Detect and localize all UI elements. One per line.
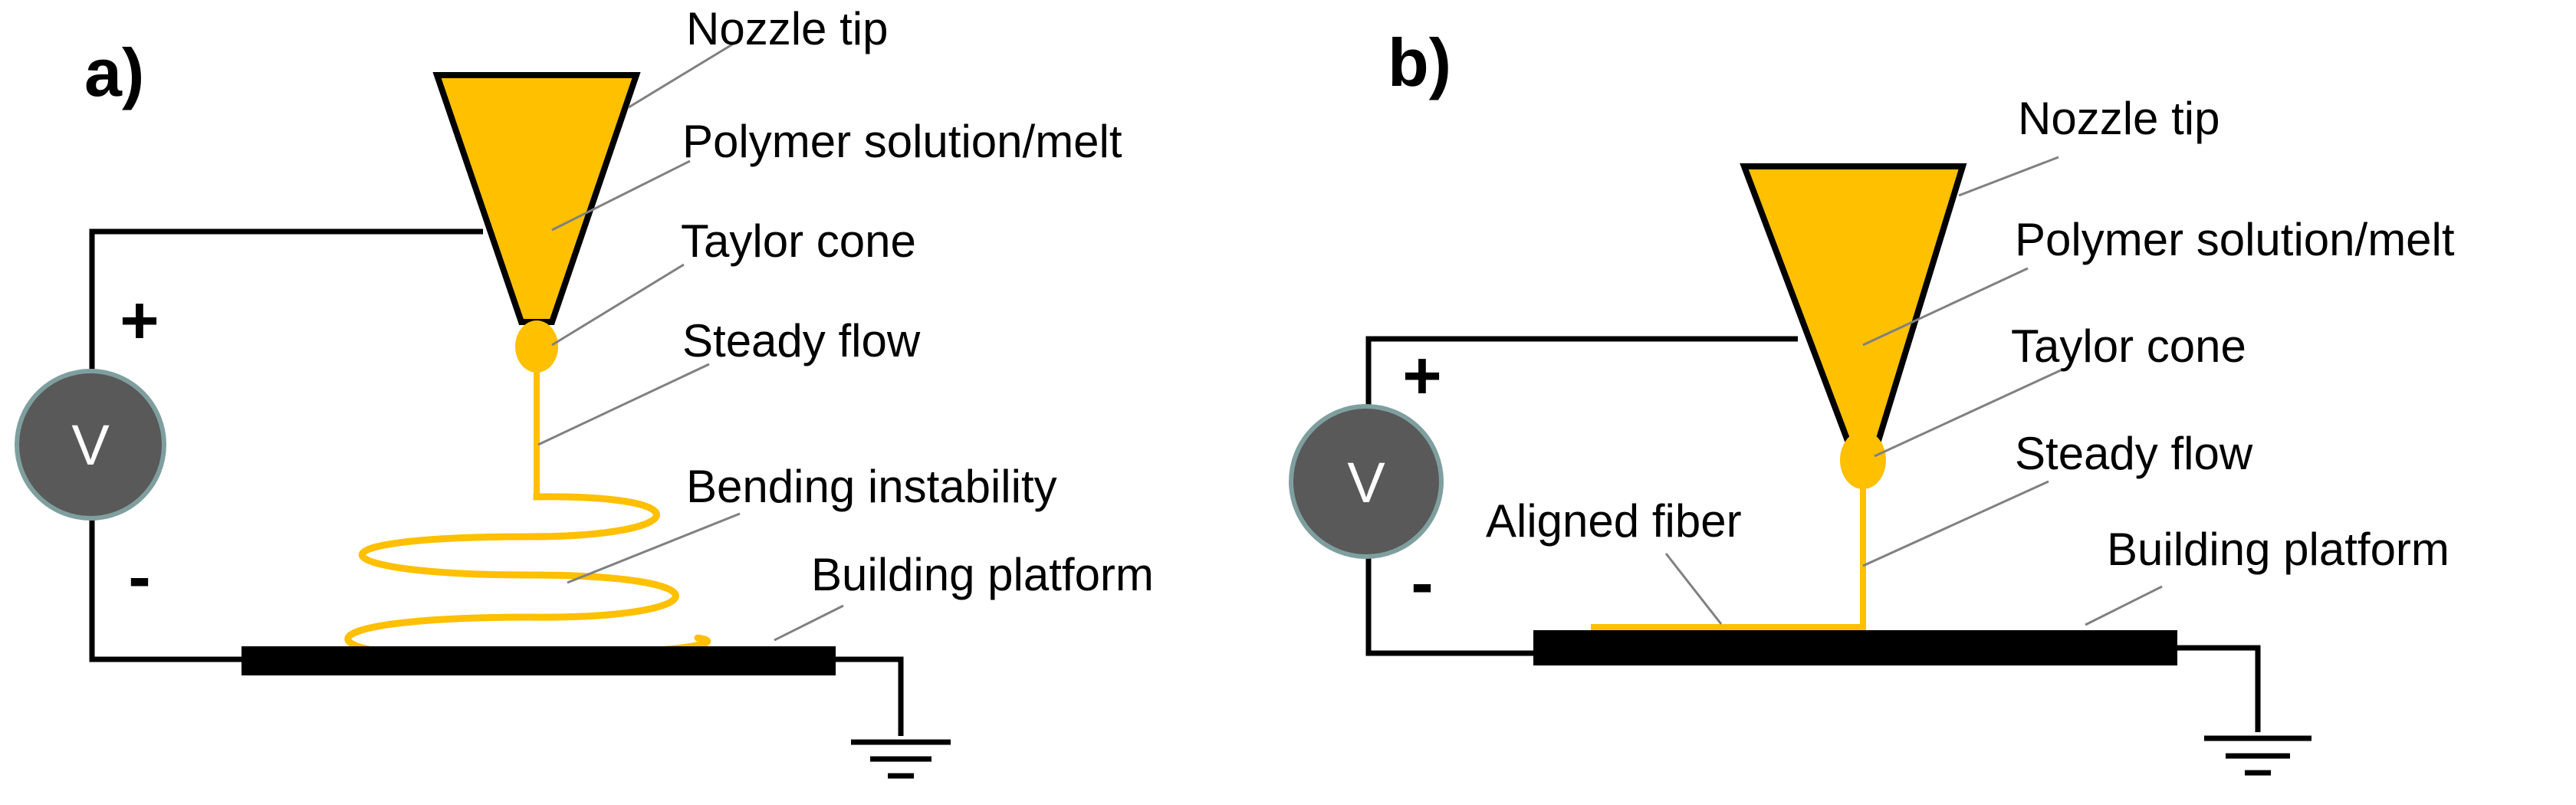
- leader-steady-flow: [1862, 480, 2049, 567]
- taylor-cone: [1840, 431, 1886, 489]
- label-aligned-fiber: Aligned fiber: [1486, 495, 1742, 547]
- leader-taylor-cone: [1874, 368, 2063, 458]
- label-polymer: Polymer solution/melt: [682, 116, 1122, 167]
- leader-aligned-fiber: [1664, 553, 1723, 625]
- building-platform: [242, 646, 836, 675]
- leader-platform: [2085, 585, 2163, 626]
- leader-steady-flow: [537, 363, 710, 446]
- label-platform: Building platform: [811, 549, 1154, 600]
- voltmeter-symbol: V: [1347, 451, 1385, 514]
- nozzle: [1740, 163, 1967, 444]
- voltmeter-icon: [15, 369, 166, 521]
- minus-sign: -: [1411, 544, 1433, 620]
- label-steady-flow: Steady flow: [682, 315, 921, 366]
- label-nozzle-tip: Nozzle tip: [686, 3, 888, 54]
- leader-taylor-cone: [551, 263, 685, 347]
- label-taylor-cone: Taylor cone: [681, 215, 916, 267]
- circuit-wire-top: [1365, 336, 1798, 412]
- label-nozzle-tip: Nozzle tip: [2018, 93, 2220, 144]
- panel-b: b) V + -: [1289, 25, 2455, 776]
- voltmeter-icon: [1289, 404, 1444, 559]
- panel-a: a) V + -: [15, 3, 1154, 779]
- leader-bending: [567, 512, 741, 584]
- ground-icon: [851, 739, 951, 779]
- label-steady-flow: Steady flow: [2015, 428, 2253, 479]
- leader-platform: [774, 604, 844, 642]
- leader-lines: [537, 38, 844, 642]
- plus-sign: +: [120, 282, 159, 358]
- label-bending: Bending instability: [686, 461, 1057, 512]
- leader-nozzle-tip: [628, 38, 741, 109]
- label-taylor-cone: Taylor cone: [2011, 320, 2246, 372]
- building-platform: [1533, 630, 2177, 665]
- label-platform: Building platform: [2107, 524, 2450, 575]
- circuit-wire-top: [89, 228, 483, 418]
- minus-sign: -: [128, 538, 150, 614]
- leader-lines: [1664, 156, 2163, 626]
- ground-icon: [2204, 735, 2312, 776]
- leader-polymer: [551, 159, 691, 232]
- taylor-cone: [515, 320, 558, 373]
- circuit-wire-bottom: [1365, 552, 1533, 656]
- panel-a-label: a): [84, 34, 144, 110]
- nozzle: [432, 72, 641, 325]
- ground-wire: [2177, 645, 2261, 732]
- label-polymer: Polymer solution/melt: [2015, 214, 2455, 265]
- panel-b-label: b): [1388, 25, 1451, 100]
- plus-sign: +: [1402, 337, 1441, 413]
- voltmeter-symbol: V: [71, 413, 110, 477]
- bending-instability-whip: [344, 491, 711, 662]
- leader-polymer: [1862, 267, 2029, 347]
- circuit-wire-bottom: [89, 472, 242, 662]
- ground-wire: [836, 656, 904, 736]
- leader-nozzle-tip: [1958, 156, 2059, 197]
